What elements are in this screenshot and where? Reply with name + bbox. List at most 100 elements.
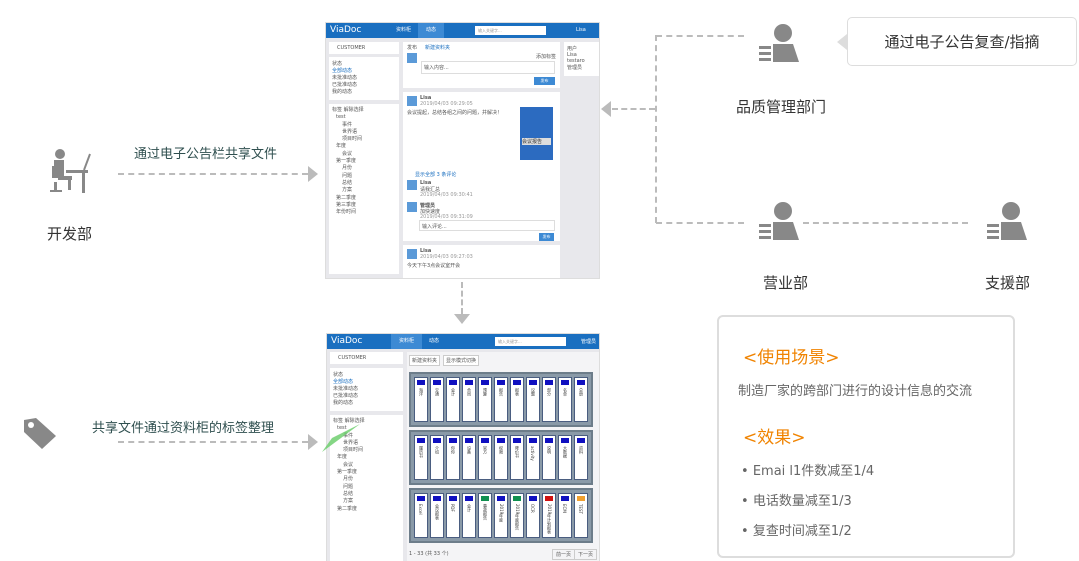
binder[interactable]: 报告 (494, 377, 508, 422)
tree-item[interactable]: 第一季度 (336, 158, 357, 165)
binder-label: 事故报告 (483, 504, 488, 520)
binder-label: 报告 (499, 388, 504, 396)
binder-label: 海洋 (419, 388, 424, 396)
arrow-left-icon (601, 101, 611, 117)
binder[interactable]: 大数据 (558, 435, 572, 480)
tree-item[interactable]: 方案 (342, 187, 353, 194)
tree-item[interactable]: 会议 (343, 461, 354, 468)
tree-item[interactable]: 事件 (342, 121, 353, 128)
binder[interactable]: 预算 (478, 377, 492, 422)
arrow-right-icon (308, 166, 318, 182)
binder-label: 部分 (547, 388, 552, 396)
binder-label: 名单 (563, 388, 568, 396)
binder[interactable]: 2019年计划报表 (542, 493, 556, 538)
binder[interactable]: 权限 (494, 435, 508, 480)
binder[interactable]: 交通 (430, 377, 444, 422)
tree-item[interactable]: 月份 (343, 476, 354, 483)
tree-item[interactable]: 世界语 (342, 128, 358, 135)
binder[interactable]: 设备 (462, 435, 476, 480)
flow-cabinet-label: 共享文件通过资料柜的标签整理 (92, 421, 275, 436)
binder[interactable]: 报表 (510, 377, 524, 422)
binder-label: 权限 (499, 446, 504, 454)
binder-label: 履历书 (419, 446, 424, 458)
shelf-row: Excel 会议报表 PDF 会计 事故报告 2019年度 2019年度报告 OCR 2019年… (409, 488, 593, 543)
tree-item[interactable]: 问题 (342, 172, 353, 179)
binder[interactable]: PDF (446, 493, 460, 538)
binder[interactable]: 你你 (446, 435, 460, 480)
binder-label: 设备 (467, 446, 472, 454)
binder[interactable]: TEST (574, 493, 588, 538)
binder-label: 交通 (435, 388, 440, 396)
tree-item[interactable]: 年度 (337, 454, 348, 461)
binder-label: ECM (562, 504, 567, 513)
binder[interactable]: 合同 (462, 377, 476, 422)
binder-label: 2019年度报告 (515, 504, 520, 531)
binder-label: 会计 (451, 388, 456, 396)
binder[interactable]: 官方 (478, 435, 492, 480)
qa-user-icon (759, 24, 799, 62)
binder[interactable]: 介绍 (430, 435, 444, 480)
tree-item[interactable]: 第二季度 (336, 194, 357, 201)
tree-item[interactable]: 月份 (342, 165, 353, 172)
binder[interactable]: 履历书 (414, 435, 428, 480)
binder[interactable]: 资料 (574, 435, 588, 480)
binder-label: 介绍 (435, 446, 440, 454)
binder-label: 2019年度 (499, 504, 504, 523)
tree-item[interactable]: test (337, 425, 347, 432)
tree-item[interactable]: 事件 (343, 432, 354, 439)
tree-item[interactable]: 年份时间 (336, 209, 357, 216)
tree-item[interactable]: 第一季度 (337, 469, 358, 476)
shelf-row: 履历书 介绍你你设备官方权限降价书 activity 说明大数据资料 (409, 430, 593, 485)
dept-support-label: 支援部 (985, 274, 1031, 292)
effect-item: • Emai l1件数减至1/4 (741, 464, 875, 479)
binder[interactable]: 会计 (446, 377, 460, 422)
scene-text: 制造厂家的跨部门进行的设计信息的交流 (738, 384, 973, 399)
tree-item[interactable]: 总结 (343, 490, 354, 497)
binder-label: OCR (530, 504, 535, 513)
binder[interactable]: Excel (414, 493, 428, 538)
tag-icon (24, 418, 56, 449)
binder[interactable]: 议题 (526, 377, 540, 422)
binder[interactable]: 会议报表 (430, 493, 444, 538)
tree-item[interactable]: 世界语 (343, 439, 359, 446)
binder[interactable]: 会计 (462, 493, 476, 538)
tree-item[interactable]: 问题 (343, 483, 354, 490)
binder-label: TEST (578, 504, 583, 514)
binder[interactable]: 降价书 (510, 435, 524, 480)
binder[interactable]: 部分 (542, 377, 556, 422)
tree-item[interactable]: 会议 (342, 150, 353, 157)
binder[interactable]: 事故报告 (478, 493, 492, 538)
tree-item[interactable]: 年度 (336, 143, 347, 150)
effect-title: <效果> (743, 428, 806, 448)
tree-item[interactable]: 项目时间 (343, 447, 364, 454)
binder-label: 总册 (579, 388, 584, 396)
binder[interactable]: 海洋 (414, 377, 428, 422)
highlight-pointer (322, 424, 360, 452)
binder[interactable]: activity (526, 435, 540, 480)
binder-label: 说明 (547, 446, 552, 454)
tree-item[interactable]: 第二季度 (337, 505, 358, 512)
binder-label: 会议报表 (435, 504, 440, 520)
tree-item[interactable]: 方案 (343, 498, 354, 505)
sales-user-icon (759, 202, 799, 240)
binder[interactable]: 名单 (558, 377, 572, 422)
binder[interactable]: 2019年度 (494, 493, 508, 538)
tree-item[interactable]: 总结 (342, 179, 353, 186)
review-callout: 通过电子公告复查/指摘 (847, 17, 1077, 66)
binder-label: 议题 (531, 388, 536, 396)
dept-qa-label: 品质管理部门 (736, 98, 827, 116)
tree-item[interactable]: 项目时间 (342, 136, 363, 143)
binder-label: 报表 (515, 388, 520, 396)
binder-label: activity (530, 446, 535, 461)
tree-item[interactable]: 第三季度 (336, 201, 357, 208)
binder[interactable]: 说明 (542, 435, 556, 480)
binder[interactable]: OCR (526, 493, 540, 538)
arrow-right-icon (308, 434, 318, 450)
binder-label: 会计 (467, 504, 472, 512)
tree-item[interactable]: test (336, 114, 346, 121)
binder[interactable]: ECM (558, 493, 572, 538)
binder[interactable]: 总册 (574, 377, 588, 422)
scene-title: <使用场景> (743, 348, 840, 368)
binder[interactable]: 2019年度报告 (510, 493, 524, 538)
effect-item: • 电话数量减至1/3 (741, 494, 852, 509)
